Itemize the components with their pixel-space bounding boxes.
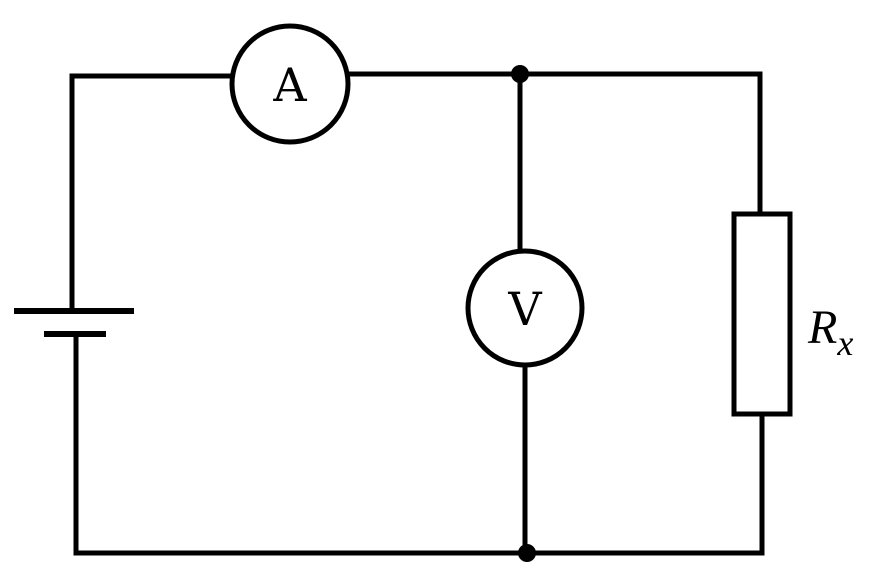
voltmeter-circle: [465, 248, 585, 368]
resistor-symbol: R: [807, 301, 837, 354]
wires: [69, 71, 765, 556]
junctions: [511, 65, 536, 562]
resistor-subscript: x: [836, 323, 853, 363]
junction-bottom: [518, 544, 536, 562]
ammeter-circle: [229, 23, 351, 145]
junction-top: [511, 65, 529, 83]
resistor-label: Rx: [807, 301, 853, 363]
resistor-body: [731, 211, 793, 417]
voltmeter: V: [465, 248, 585, 368]
resistor: Rx: [731, 211, 853, 417]
ammeter: A: [229, 23, 351, 145]
voltmeter-label: V: [507, 282, 542, 336]
battery-symbol: [14, 308, 134, 337]
ammeter-label: A: [272, 58, 307, 112]
